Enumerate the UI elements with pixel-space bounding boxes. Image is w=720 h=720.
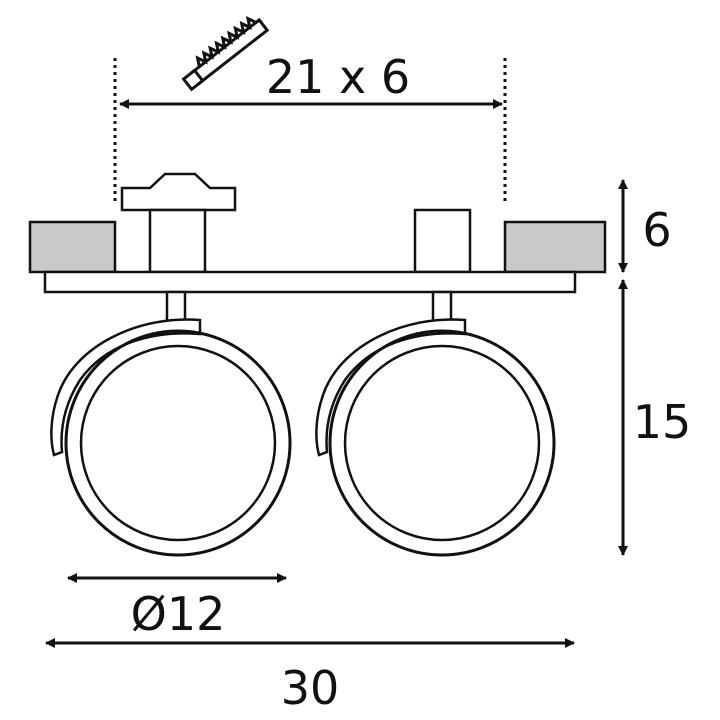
saw-icon: [181, 15, 270, 92]
cutout-dimension-label: 21 x 6: [266, 50, 410, 104]
width-label: 30: [281, 661, 340, 715]
mounting-post-right: [413, 208, 472, 274]
lamp-ring-left: [50, 318, 292, 557]
mounting-post-left: [148, 208, 207, 274]
ceiling-panel-right: [503, 220, 607, 274]
mounting-knob: [120, 172, 237, 212]
diameter-label: Ø12: [131, 587, 226, 641]
lamp-stem-left: [165, 290, 187, 324]
lamp-ring-right: [315, 318, 556, 557]
lamp-stem-right: [431, 290, 453, 324]
ceiling-thickness-label: 6: [642, 203, 671, 257]
trim-plate: [43, 270, 577, 294]
ceiling-panel-left: [28, 220, 117, 274]
height-label: 15: [633, 395, 692, 449]
